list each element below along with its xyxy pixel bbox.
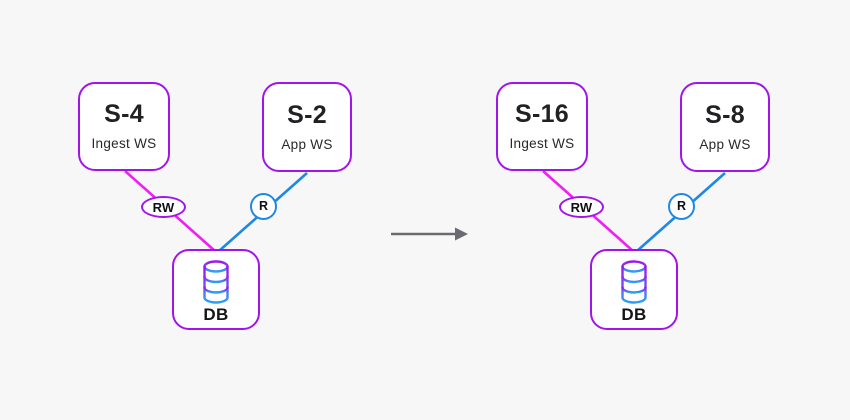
read-access-label: R [676, 199, 687, 214]
node-ingest-ws-after: S-16 Ingest WS [496, 82, 588, 171]
node-size-label: S-8 [705, 100, 745, 129]
cluster-before: S-4 Ingest WS S-2 App WS [78, 82, 352, 334]
node-role-label: Ingest WS [91, 136, 157, 152]
db-label: DB [621, 305, 647, 324]
write-access-label: RW [570, 199, 593, 215]
node-role-label: App WS [699, 136, 751, 152]
node-size-label: S-4 [104, 100, 144, 129]
node-size-label: S-2 [287, 100, 327, 129]
node-db-after: DB [590, 249, 678, 330]
read-access-badge: R [668, 193, 695, 220]
transition-arrow-icon [391, 227, 468, 241]
database-icon [621, 260, 647, 304]
node-size-label: S-16 [514, 100, 569, 129]
node-db-before: DB [172, 249, 260, 330]
write-access-badge: RW [559, 196, 604, 218]
read-access-badge: R [250, 193, 277, 220]
node-app-ws-after: S-8 App WS [680, 82, 770, 172]
node-app-ws-before: S-2 App WS [262, 82, 352, 172]
node-role-label: Ingest WS [509, 136, 575, 152]
cluster-after: S-16 Ingest WS S-8 App WS [496, 82, 770, 334]
write-access-badge: RW [141, 196, 186, 218]
database-icon [203, 260, 229, 304]
db-label: DB [203, 305, 229, 324]
node-role-label: App WS [281, 136, 333, 152]
read-access-label: R [258, 199, 269, 214]
write-access-label: RW [152, 199, 175, 215]
node-ingest-ws-before: S-4 Ingest WS [78, 82, 170, 171]
